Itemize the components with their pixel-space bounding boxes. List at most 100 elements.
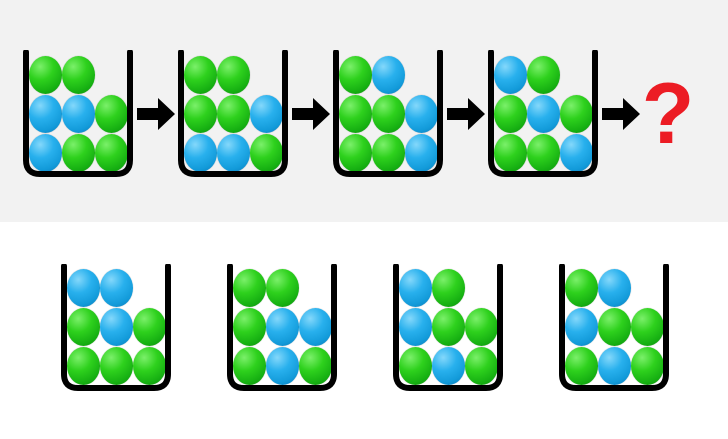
green-ball <box>184 94 217 133</box>
empty-slot <box>465 269 498 307</box>
green-ball <box>233 269 266 307</box>
ball-row <box>184 55 282 94</box>
blue-ball <box>100 308 133 346</box>
blue-ball <box>598 269 631 307</box>
green-ball <box>266 269 299 307</box>
green-ball <box>95 133 128 172</box>
green-ball <box>217 94 250 133</box>
green-ball <box>217 55 250 94</box>
ball-grid <box>67 268 166 386</box>
sequence-container-2[interactable] <box>177 50 289 178</box>
green-ball <box>250 133 283 172</box>
blue-ball <box>100 269 133 307</box>
blue-ball <box>29 133 62 172</box>
blue-ball <box>405 94 438 133</box>
right-arrow-icon <box>289 94 332 134</box>
right-arrow-icon <box>134 94 177 134</box>
green-ball <box>372 94 405 133</box>
ball-row <box>184 94 283 133</box>
green-ball <box>62 133 95 172</box>
green-ball <box>565 347 598 385</box>
green-ball <box>494 94 527 133</box>
blue-ball <box>432 347 465 385</box>
green-ball <box>432 308 465 346</box>
blue-ball <box>565 308 598 346</box>
option-c[interactable] <box>392 263 504 392</box>
ball-row <box>67 269 165 308</box>
ball-row <box>233 269 331 308</box>
ball-row <box>67 308 166 347</box>
ball-row <box>184 133 283 172</box>
options-section <box>0 222 728 439</box>
blue-ball <box>62 94 95 133</box>
green-ball <box>339 94 372 133</box>
ball-grid <box>339 54 438 172</box>
green-ball <box>432 269 465 307</box>
option-a[interactable] <box>60 263 172 392</box>
green-ball <box>133 347 166 385</box>
green-ball <box>560 94 593 133</box>
green-ball <box>299 347 332 385</box>
question-mark: ? <box>641 66 695 162</box>
green-ball <box>565 269 598 307</box>
blue-ball <box>405 133 438 172</box>
empty-slot <box>299 269 332 307</box>
ball-grid <box>565 268 664 386</box>
ball-grid <box>29 54 128 172</box>
green-ball <box>339 133 372 172</box>
ball-grid <box>233 268 332 386</box>
sequence-section: ? <box>0 0 728 222</box>
sequence-container-4[interactable] <box>487 50 599 178</box>
ball-row <box>399 269 497 308</box>
green-ball <box>465 308 498 346</box>
option-b[interactable] <box>226 263 338 392</box>
ball-row <box>339 133 438 172</box>
sequence-container-3[interactable] <box>332 50 444 178</box>
green-ball <box>631 347 664 385</box>
blue-ball <box>266 347 299 385</box>
empty-slot <box>250 56 283 94</box>
right-arrow-icon <box>444 94 487 134</box>
green-ball <box>95 94 128 133</box>
green-ball <box>631 308 664 346</box>
blue-ball <box>527 94 560 133</box>
ball-row <box>565 347 664 386</box>
ball-row <box>29 94 128 133</box>
empty-slot <box>133 269 166 307</box>
ball-row <box>399 308 498 347</box>
empty-slot <box>631 269 664 307</box>
empty-slot <box>405 56 438 94</box>
green-ball <box>100 347 133 385</box>
ball-row <box>565 269 663 308</box>
blue-ball <box>217 133 250 172</box>
green-ball <box>67 347 100 385</box>
ball-row <box>339 55 437 94</box>
ball-grid <box>399 268 498 386</box>
sequence-row: ? <box>22 44 712 184</box>
sequence-container-1[interactable] <box>22 50 134 178</box>
blue-ball <box>372 55 405 94</box>
green-ball <box>527 133 560 172</box>
green-ball <box>494 133 527 172</box>
ball-grid <box>494 54 593 172</box>
blue-ball <box>399 269 432 307</box>
blue-ball <box>560 133 593 172</box>
green-ball <box>339 55 372 94</box>
green-ball <box>465 347 498 385</box>
empty-slot <box>560 56 593 94</box>
ball-row <box>29 55 127 94</box>
green-ball <box>29 55 62 94</box>
green-ball <box>133 308 166 346</box>
blue-ball <box>266 308 299 346</box>
green-ball <box>527 55 560 94</box>
blue-ball <box>184 133 217 172</box>
ball-row <box>233 308 332 347</box>
green-ball <box>233 308 266 346</box>
blue-ball <box>494 55 527 94</box>
blue-ball <box>29 94 62 133</box>
blue-ball <box>67 269 100 307</box>
options-row <box>60 260 670 395</box>
option-d[interactable] <box>558 263 670 392</box>
ball-row <box>565 308 664 347</box>
green-ball <box>399 347 432 385</box>
